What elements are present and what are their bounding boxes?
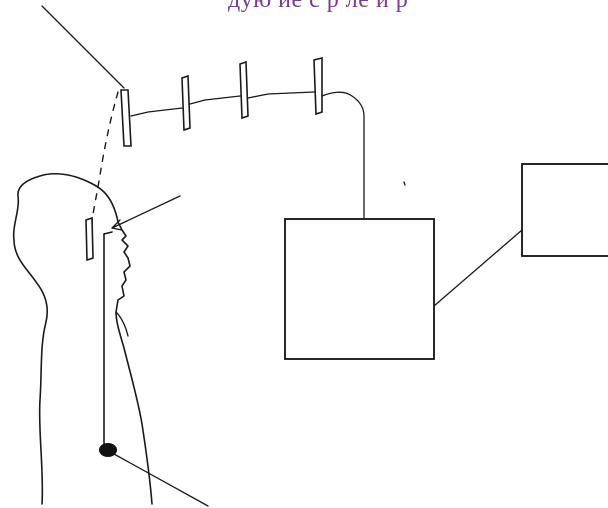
head-silhouette-outline [14,174,152,504]
main-block [285,219,434,359]
dashed-connection-path [92,92,118,225]
right-block [522,164,608,256]
connector-plate2-plate3 [190,96,240,104]
pointer-line-forehead [112,196,180,228]
plate-4 [314,58,322,114]
connector-plate3-plate4 [248,92,314,98]
plate-2 [182,76,190,130]
stray-mark [404,182,405,185]
vertical-wire-top-hook [104,232,112,234]
plate-3 [240,62,248,118]
connector-main-to-right [434,230,522,306]
connector-plate1-plate2 [131,108,182,116]
small-plate-head [86,218,93,260]
connector-plate4-box [322,92,364,218]
leader-line-top-left [42,6,124,88]
plate-1 [121,90,131,146]
leader-line-bottom [114,454,208,506]
